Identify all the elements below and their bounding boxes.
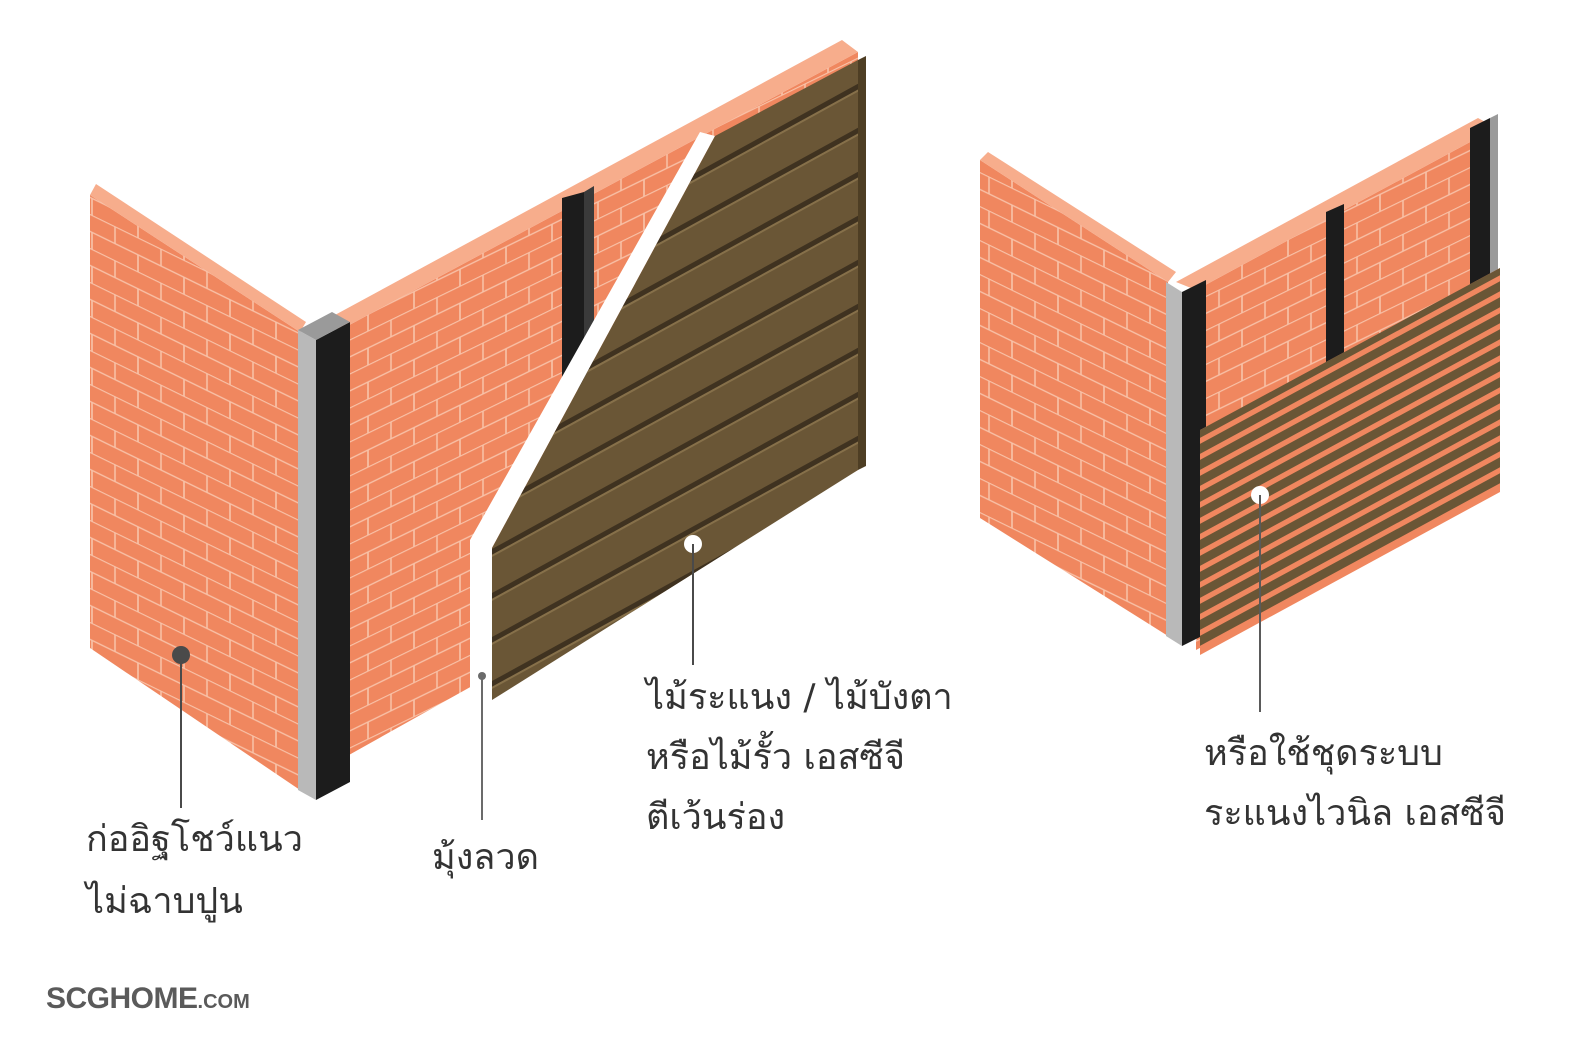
middle-post-face	[562, 192, 584, 398]
vinyl-slat	[1200, 326, 1500, 504]
wood-slat-highlight	[492, 391, 858, 613]
right-brick-wall-assembly	[980, 114, 1500, 655]
wood-slat-highlight	[492, 303, 858, 525]
brand-main: SCGHOME	[46, 982, 198, 1015]
right-corner-post-side	[1166, 282, 1182, 646]
vinyl-label-line1: หรือใช้ชุดระบบ	[1204, 733, 1443, 774]
wood-slat-groove	[492, 297, 858, 523]
corner-post-face	[316, 322, 350, 800]
vinyl-slat	[1200, 278, 1500, 456]
vinyl-slat	[1200, 390, 1500, 568]
brand-logo: SCGHOME.COM	[46, 982, 250, 1016]
wood-slat-groove	[492, 341, 858, 567]
right-wing-brick-top	[980, 152, 1176, 282]
vinyl-slat	[1200, 422, 1500, 600]
slats-label-line3: ตีเว้นร่อง	[646, 797, 786, 838]
vinyl-slat-panel	[1200, 268, 1500, 655]
vinyl-slat	[1200, 374, 1500, 552]
vinyl-slat	[1200, 406, 1500, 584]
wood-slat-highlight	[492, 435, 858, 657]
vinyl-slat	[1200, 470, 1500, 648]
wire-mesh-label: มุ้งลวด	[432, 837, 539, 878]
vinyl-slat	[1200, 454, 1500, 632]
wood-slat-groove	[492, 385, 858, 611]
brand-suffix: .COM	[197, 991, 250, 1013]
slats-label-line1: ไม้ระแนง / ไม้บังตา	[646, 677, 953, 718]
right-main-brick-top	[1176, 118, 1496, 290]
main-brick-top	[322, 40, 858, 330]
masonry-label-line1: ก่ออิฐโชว์แนว	[86, 819, 303, 860]
wood-slat-edge	[858, 56, 866, 470]
left-wing-brick-top	[90, 184, 306, 332]
vinyl-slat	[1200, 310, 1500, 488]
vinyl-slat	[1200, 294, 1500, 472]
right-wing-brick-face	[980, 160, 1168, 636]
left-wing-brick-face	[90, 195, 300, 790]
slats-label-line2: หรือไม้รั้ว เอสซีจี	[646, 737, 905, 778]
corner-post-top	[298, 312, 350, 340]
vinyl-slat	[1200, 358, 1500, 536]
vinyl-slat	[1200, 438, 1500, 616]
masonry-label-line2: ไม่ฉาบปูน	[86, 881, 243, 922]
callouts	[172, 486, 1269, 820]
vinyl-label-line2: ระแนงไวนิล เอสซีจี	[1204, 793, 1506, 834]
wood-slat-highlight	[492, 347, 858, 569]
wood-slat-groove	[492, 429, 858, 655]
vinyl-slat	[1200, 342, 1500, 520]
corner-post-side	[298, 330, 316, 800]
